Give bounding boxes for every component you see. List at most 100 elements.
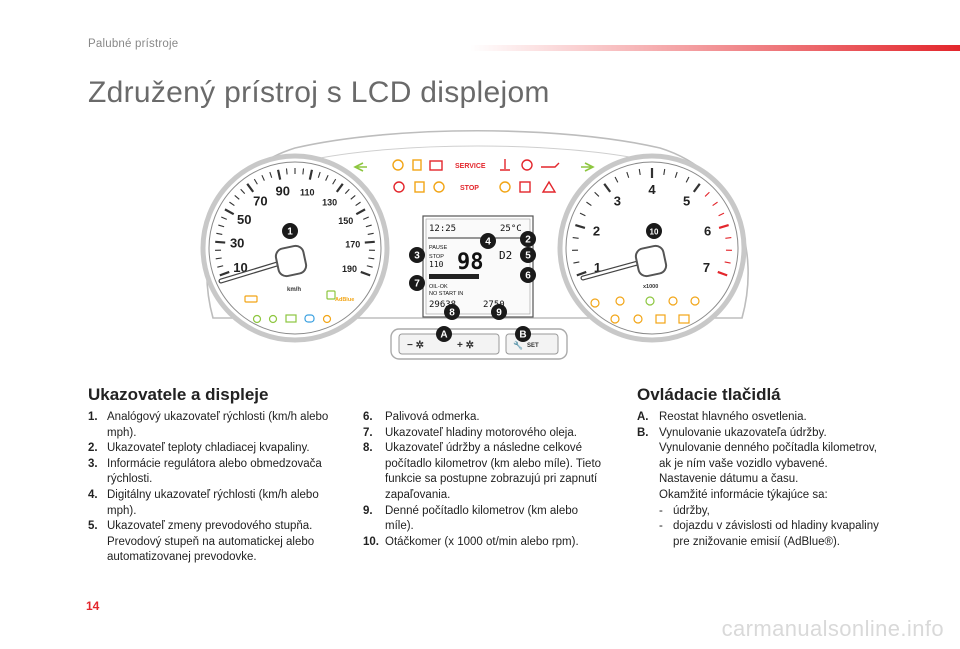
rpm-tick: [674, 171, 678, 178]
list-item: 9.Denné počítadlo kilometrov (km alebo m…: [363, 504, 579, 533]
list-item: A.Reostat hlavného osvetlenia.: [637, 411, 807, 423]
callout-label: 9: [496, 308, 502, 319]
speed-tick: [218, 224, 225, 228]
speed-tick: [215, 240, 226, 244]
list-item: 8.Ukazovateľ údržby a následne celkové p…: [363, 442, 602, 501]
speed-tick: [364, 240, 375, 244]
rpm-tick: [638, 168, 641, 176]
rpm-label: 3: [614, 193, 621, 208]
speed-tick: [253, 178, 258, 185]
callout-marker: [646, 223, 662, 239]
callout-marker: [409, 275, 425, 291]
rpm-tick: [572, 237, 579, 239]
tachometer-hub: [634, 244, 668, 278]
callout-label: 1: [287, 227, 293, 238]
speed-tick: [335, 183, 344, 193]
rpm-tick: [576, 270, 587, 277]
rpm-label: 2: [593, 223, 600, 238]
speed-label: 170: [345, 240, 360, 250]
speed-label: 130: [322, 197, 337, 207]
control-panel: − ✲ + ✲ 🔧 SET: [390, 328, 568, 360]
speed-label: 110: [300, 187, 315, 197]
speed-tick: [215, 257, 222, 260]
callout-label: 3: [414, 251, 420, 262]
speed-tick: [366, 265, 373, 268]
left-item-list: 1.Analógový ukazovateľ rýchlosti (km/h a…: [88, 410, 350, 566]
speed-tick: [219, 270, 230, 277]
lcd-stop: STOP: [429, 254, 444, 260]
rpm-tick: [692, 183, 701, 193]
lcd-small-speed: 110: [429, 260, 444, 269]
passenger-airbag-icon: [541, 180, 557, 193]
speed-label: 90: [275, 183, 289, 198]
steering-icon: [519, 181, 531, 193]
callout-label: 7: [414, 279, 420, 290]
callout-label: 10: [650, 228, 659, 237]
rpm-label: 6: [704, 223, 711, 238]
rheostat-plus: + ✲: [457, 340, 474, 351]
speed-tick: [302, 168, 305, 175]
dash-item: -dojazdu v závislosti od hladiny kvapali…: [659, 520, 879, 548]
callout-label: 6: [525, 271, 531, 282]
list-item: 3.Informácie regulátora alebo obmedzovač…: [88, 457, 322, 486]
seatbelt-icon: [393, 181, 405, 193]
oil-pressure-icon: [541, 162, 560, 168]
lcd-time: 12:25: [429, 224, 456, 234]
speed-tick: [276, 169, 282, 180]
set-button-label: SET: [527, 343, 539, 349]
callout-marker: [515, 326, 531, 342]
speed-tick: [261, 174, 265, 181]
list-item: 5.Ukazovateľ zmeny prevodového stupňa. P…: [88, 520, 315, 564]
callout-label: 2: [525, 235, 531, 246]
speed-tick: [285, 168, 288, 175]
speed-tick: [350, 194, 356, 200]
list-item: 4.Digitálny ukazovateľ rýchlosti (km/h a…: [88, 488, 319, 517]
callout-marker: [409, 247, 425, 263]
page-title: Združený prístroj s LCD displejom: [88, 76, 550, 109]
rpm-tick: [575, 224, 586, 229]
speed-label: 190: [342, 264, 357, 274]
lighting-indicators: [252, 314, 332, 324]
rpm-label: 7: [703, 260, 710, 275]
list-item: 6.Palivová odmerka.: [363, 411, 480, 423]
callout-marker: [444, 304, 460, 320]
speed-tick: [317, 171, 321, 178]
door-open-icon: [433, 181, 445, 193]
rpm-label: 4: [648, 182, 656, 197]
callout-marker: [520, 247, 536, 263]
speed-tick: [240, 188, 246, 195]
speed-label: 70: [253, 193, 267, 208]
rpm-tick: [725, 237, 732, 239]
glow-plug-icon: [326, 290, 336, 300]
callout-label: 5: [525, 251, 531, 262]
speed-tick: [224, 208, 235, 216]
speed-label: 50: [237, 212, 251, 227]
airbag-icon: [392, 159, 404, 171]
rpm-tick: [614, 176, 619, 183]
cluster-housing-inner: [304, 145, 651, 162]
rpm-label: 5: [683, 193, 690, 208]
adblue-label: AdBlue: [335, 297, 354, 303]
speed-label: 10: [233, 260, 247, 275]
list-item: 10.Otáčkomer (x 1000 ot/min alebo rpm).: [363, 535, 579, 548]
speed-tick: [216, 232, 223, 235]
lcd-digital-speed: 98: [457, 250, 484, 275]
speed-tick: [355, 208, 366, 216]
page-number: 14: [86, 599, 100, 613]
callout-label: B: [519, 330, 526, 341]
turn-left-icon: [353, 162, 367, 172]
esp-icon: [414, 181, 425, 193]
lcd-trip: 2750: [483, 300, 505, 310]
fuel-reserve-icon: [244, 295, 258, 303]
lcd-display: 12:25 25°C PAUSE STOP 110 98 D2 OIL-OK N…: [422, 215, 534, 318]
callout-label: A: [440, 330, 447, 341]
speed-tick: [368, 257, 375, 260]
warning-lamp-strip: SERVICE STOP: [353, 159, 595, 193]
rpm-unit-label: x1000: [643, 284, 658, 290]
rpm-tick: [579, 212, 586, 217]
speed-tick: [234, 194, 240, 200]
rpm-tick: [603, 183, 612, 193]
header-accent-bar: [470, 45, 960, 51]
